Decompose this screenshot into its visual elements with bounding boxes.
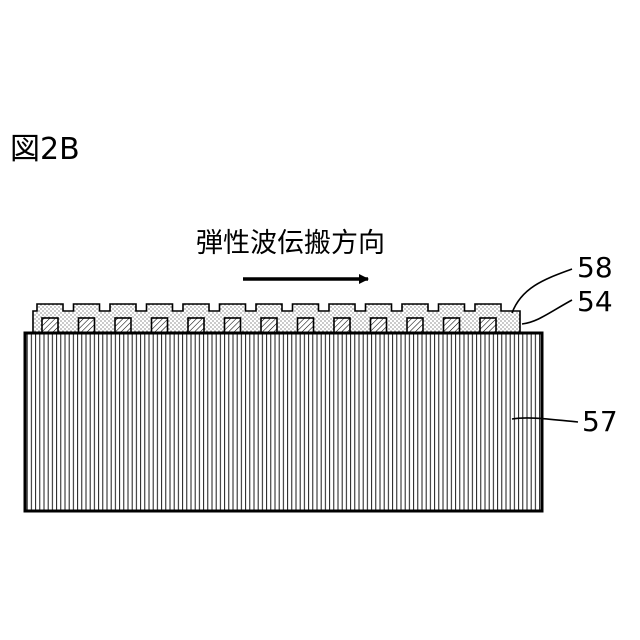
electrode-finger [115,318,131,333]
electrode-finger [444,318,460,333]
electrode-finger [334,318,350,333]
leader-line-54 [522,300,572,324]
electrode-finger [371,318,387,333]
electrode-finger [480,318,496,333]
electrode-finger [261,318,277,333]
ref-numeral-57: 57 [582,405,618,438]
ref-numeral-54: 54 [577,285,613,318]
electrode-finger [225,318,241,333]
electrode-finger [79,318,95,333]
ref-numeral-58: 58 [577,251,613,284]
electrode-finger [188,318,204,333]
electrode-finger [407,318,423,333]
piezoelectric-substrate-57 [25,333,542,511]
propagation-direction-label: 弾性波伝搬方向 [196,228,385,259]
electrode-finger [298,318,314,333]
electrode-finger [152,318,168,333]
electrode-finger [42,318,58,333]
leader-line-58 [512,269,572,313]
figure-title: 図2B [10,132,80,167]
